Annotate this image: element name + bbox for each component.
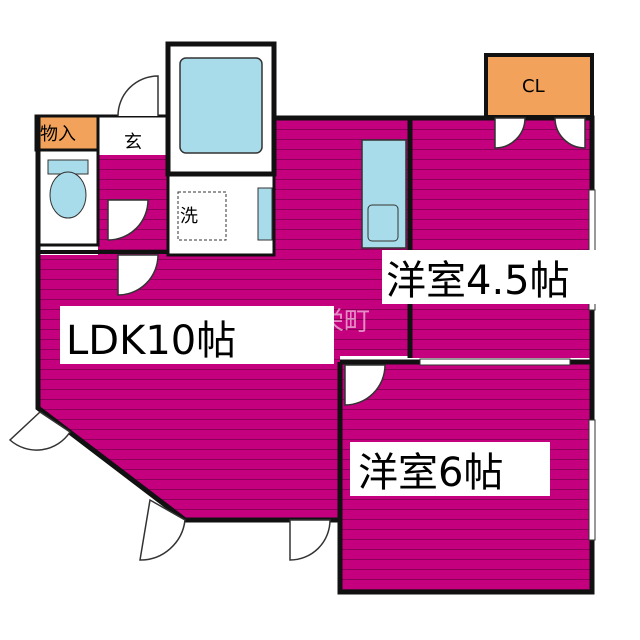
window-right-b <box>588 419 596 541</box>
storage-box <box>34 114 100 152</box>
kitchen-sink <box>367 204 399 242</box>
closet-door-right <box>554 117 586 149</box>
ldk-label: LDK10帖 <box>66 318 236 364</box>
western-room-a-floor <box>410 118 592 358</box>
closet-label: CL <box>522 76 545 97</box>
western-a-label: 洋室4.5帖 <box>386 258 570 304</box>
toilet-bowl <box>49 171 87 219</box>
ldk-label-bg <box>60 306 334 364</box>
western-b-label-bg <box>350 442 550 496</box>
room-b-door <box>344 364 386 406</box>
watermark: イブル栄町 <box>240 307 370 337</box>
entrance-door <box>117 75 159 117</box>
closet-box <box>484 53 594 119</box>
diagonal-door-1 <box>8 411 72 451</box>
entrance-label: 玄 <box>124 132 142 153</box>
storage-label: 物入 <box>40 124 76 145</box>
diagonal-door-2 <box>139 498 186 561</box>
ldk-door <box>117 254 159 296</box>
vanity <box>257 187 273 241</box>
hall-door <box>107 199 149 241</box>
sliding-door <box>419 358 571 366</box>
bathtub <box>179 57 263 154</box>
washroom-label: 洗 <box>180 206 198 227</box>
western-b-label: 洋室6帖 <box>358 450 503 496</box>
western-a-label-bg <box>382 250 612 304</box>
closet-door-left <box>494 117 526 149</box>
washing-machine-space <box>177 191 227 241</box>
balcony-door <box>289 519 331 561</box>
